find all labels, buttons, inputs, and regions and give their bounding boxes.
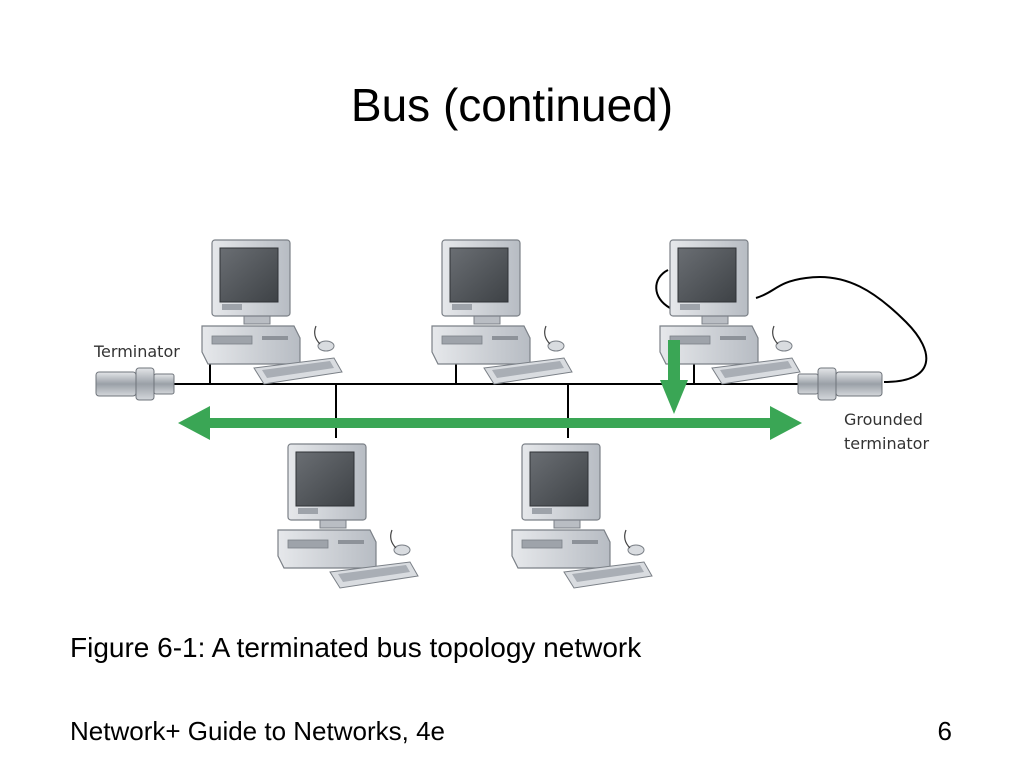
slide-footer: Network+ Guide to Networks, 4e	[70, 716, 445, 746]
computer-icon	[659, 239, 801, 385]
grounded-terminator-icon	[797, 367, 883, 401]
signal-arrow-icon	[178, 340, 802, 440]
figure-caption: Figure 6-1: A terminated bus topology ne…	[70, 632, 642, 663]
computer-icon	[277, 443, 419, 589]
bus-topology-diagram: Terminator Grounded terminator	[86, 212, 956, 604]
slide-title: Bus (continued)	[350, 79, 674, 131]
bus-cable	[172, 269, 928, 438]
grounded-terminator-label: Grounded terminator	[844, 408, 929, 456]
page-number: 6	[937, 716, 952, 746]
computer-icon	[511, 443, 653, 589]
grounded-terminator-label-line2: terminator	[844, 434, 930, 453]
computer-icon	[431, 239, 573, 385]
terminator-label: Terminator	[94, 342, 180, 361]
grounded-terminator-label-line1: Grounded	[844, 410, 923, 429]
terminator-icon	[95, 367, 175, 401]
computer-icon	[201, 239, 343, 385]
